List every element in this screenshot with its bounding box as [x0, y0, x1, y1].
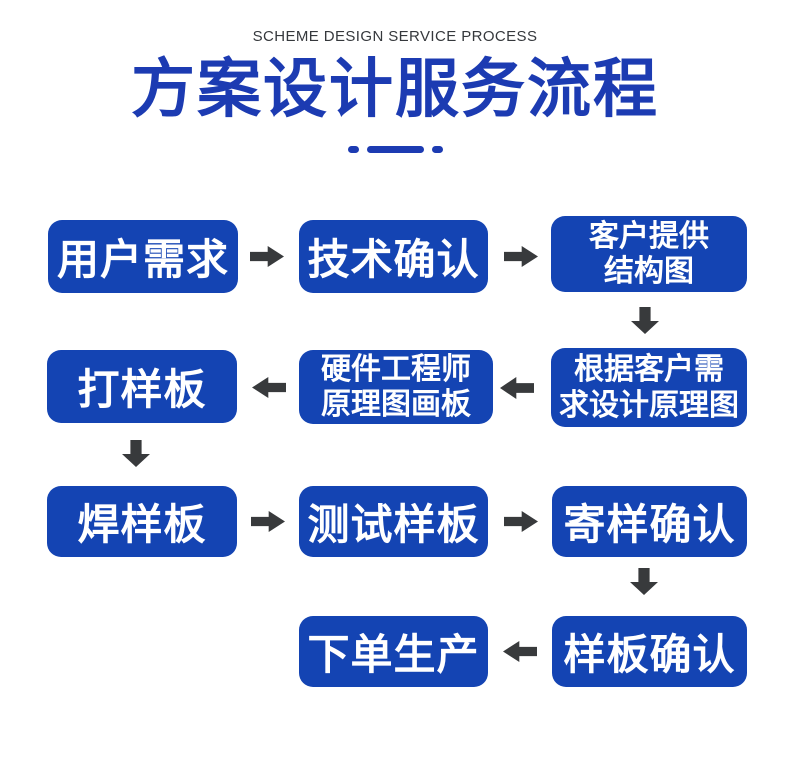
flow-node-user-requirements: 用户需求 [48, 220, 238, 293]
flow-node-production: 下单生产 [299, 616, 488, 687]
node-label: 样板确认 [563, 631, 736, 678]
flow-node-confirm-sample: 样板确认 [552, 616, 747, 687]
divider-dot-icon [347, 146, 359, 153]
arrow-right-icon [250, 246, 284, 267]
node-label-line: 原理图画板 [321, 388, 471, 421]
arrow-right-icon [504, 246, 538, 267]
node-label: 用户需求 [56, 236, 229, 283]
arrow-left-icon [500, 377, 534, 399]
node-label: 打样板 [77, 366, 207, 413]
eyebrow-text: SCHEME DESIGN SERVICE PROCESS [252, 28, 538, 45]
title-divider [0, 146, 790, 153]
node-label-line: 根据客户需 [574, 353, 724, 387]
node-label-line: 客户提供 [589, 219, 709, 253]
flow-node-test-board: 测试样板 [299, 486, 488, 557]
arrow-down-icon [122, 440, 150, 467]
node-label: 焊样板 [77, 501, 207, 548]
arrow-down-icon [631, 307, 659, 334]
flow-node-hardware-engineer: 硬件工程师 原理图画板 [299, 350, 493, 424]
divider-dash-icon [366, 146, 424, 153]
flow-node-customer-structure: 客户提供 结构图 [551, 216, 747, 292]
node-label: 寄样确认 [563, 501, 736, 548]
node-label-line: 硬件工程师 [321, 352, 471, 386]
flow-node-send-sample: 寄样确认 [552, 486, 747, 557]
flow-node-sample-board: 打样板 [47, 350, 237, 423]
arrow-down-icon [630, 568, 658, 595]
node-label: 测试样板 [307, 501, 480, 548]
node-label: 技术确认 [307, 236, 480, 283]
page-title: 方案设计服务流程 [131, 53, 659, 125]
node-label: 下单生产 [307, 631, 480, 678]
arrow-left-icon [503, 641, 537, 662]
flow-node-technical-confirmation: 技术确认 [299, 220, 488, 293]
node-label-line: 结构图 [604, 255, 694, 288]
flow-node-design-schematic: 根据客户需 求设计原理图 [551, 348, 747, 427]
divider-dot-icon [431, 146, 443, 153]
arrow-right-icon [504, 511, 538, 532]
node-label-line: 求设计原理图 [559, 388, 739, 422]
flow-node-solder-board: 焊样板 [47, 486, 237, 557]
arrow-right-icon [251, 511, 285, 532]
arrow-left-icon [252, 377, 286, 398]
